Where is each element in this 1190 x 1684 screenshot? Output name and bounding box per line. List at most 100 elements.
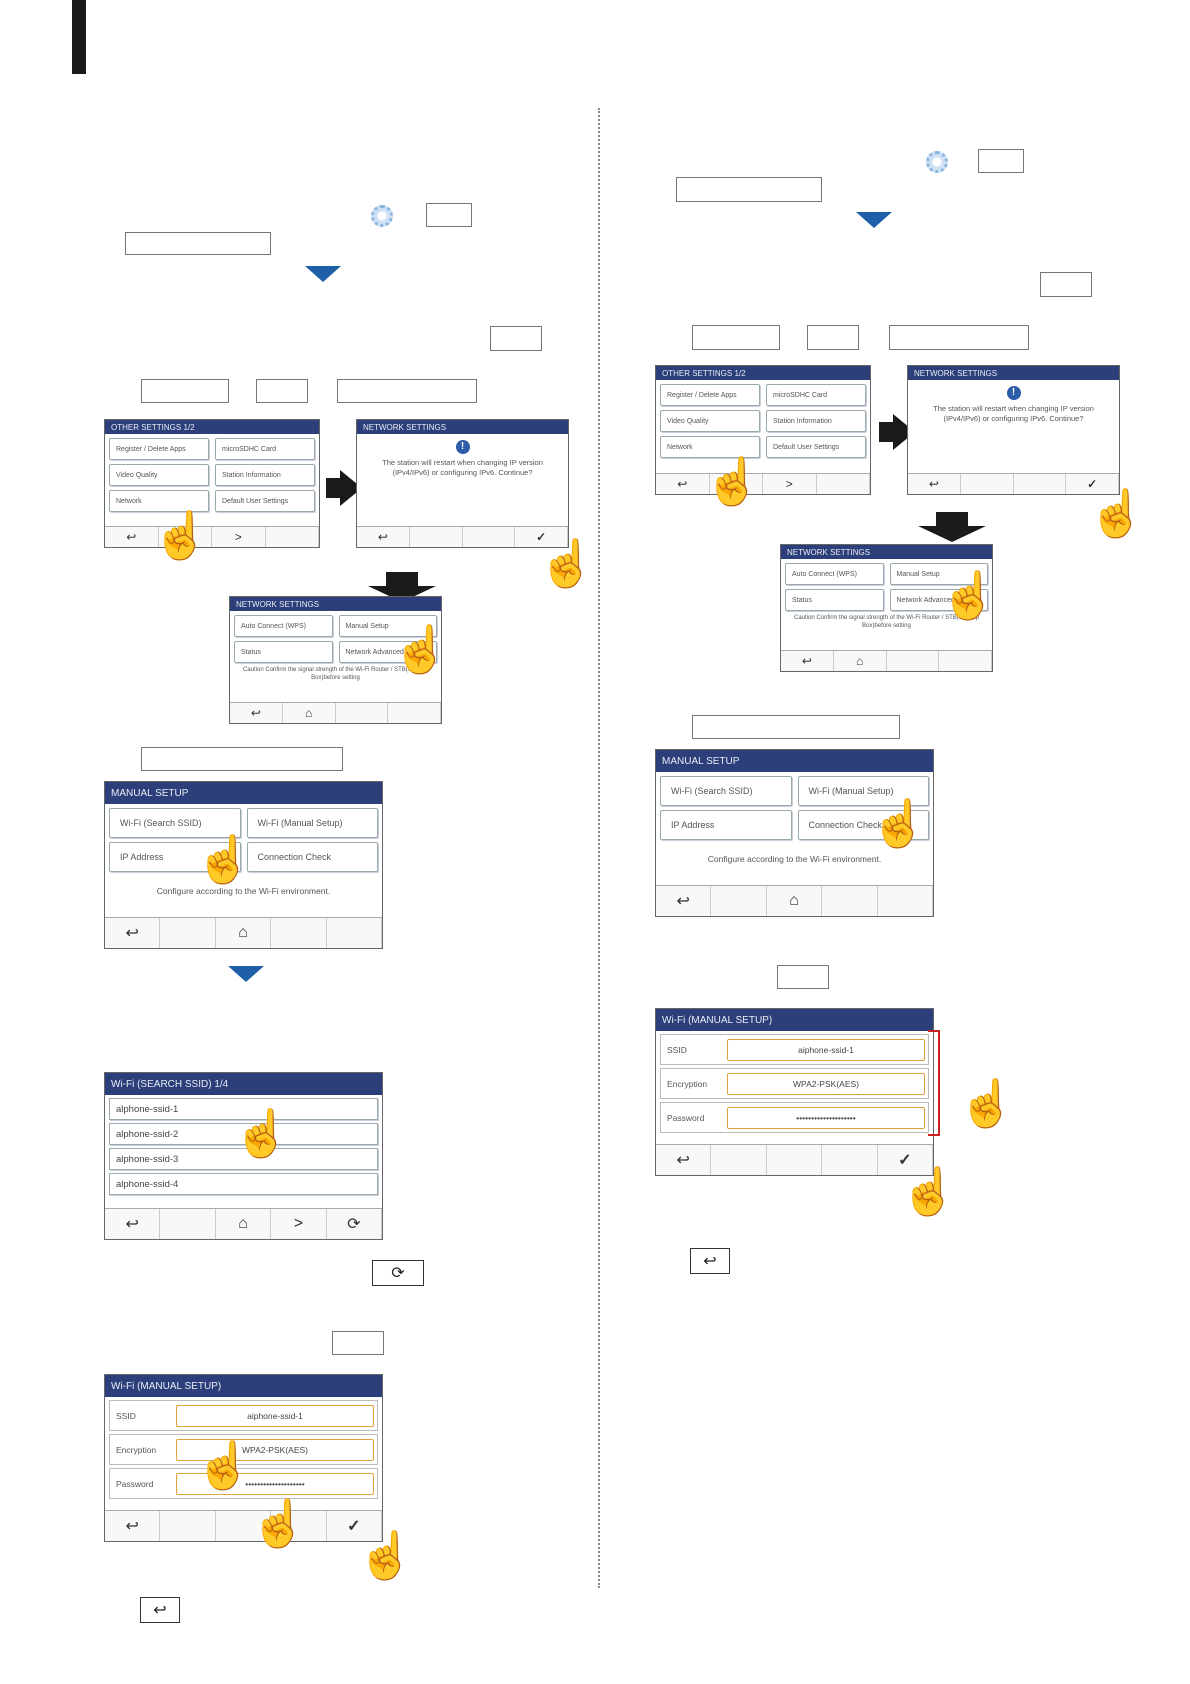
encryption-label: Encryption: [667, 1078, 708, 1089]
ip-address-button[interactable]: IP Address: [109, 842, 241, 872]
network-button[interactable]: Network: [109, 490, 209, 512]
encryption-label: Encryption: [116, 1444, 157, 1455]
password-field[interactable]: ••••••••••••••••••••: [727, 1106, 925, 1129]
back-icon[interactable]: ↩: [105, 527, 159, 547]
step-down-triangle-icon: [856, 212, 892, 228]
auto-connect-button[interactable]: Auto Connect (WPS): [234, 615, 333, 637]
default-user-settings-button[interactable]: Default User Settings: [766, 436, 866, 458]
ssid-field[interactable]: aiphone-ssid-1: [176, 1404, 374, 1427]
caution-text: Caution Confirm the signal strength of t…: [243, 667, 428, 681]
back-icon[interactable]: ↩: [105, 918, 161, 948]
network-advanced-button[interactable]: Network Advanced: [889, 589, 988, 611]
back-icon[interactable]: ↩: [230, 703, 283, 723]
blank-button-ref: [141, 747, 343, 771]
ssid-list-item[interactable]: alphone-ssid-2: [109, 1123, 378, 1145]
status-button[interactable]: Status: [234, 641, 333, 663]
hand-pointer-icon: ☝: [195, 1439, 253, 1491]
hand-pointer-icon: ☝: [233, 1107, 291, 1159]
check-icon[interactable]: ✓: [878, 1145, 933, 1175]
back-icon[interactable]: ↩: [357, 527, 410, 547]
password-label: Password: [667, 1112, 705, 1123]
password-field[interactable]: ••••••••••••••••••••: [176, 1472, 374, 1495]
microsd-button[interactable]: microSDHC Card: [766, 384, 866, 406]
next-icon[interactable]: >: [271, 1209, 327, 1239]
status-button[interactable]: Status: [785, 589, 884, 611]
caution-text: Caution Confirm the signal strength of t…: [794, 615, 979, 629]
back-icon[interactable]: ↩: [781, 651, 834, 671]
auto-connect-button[interactable]: Auto Connect (WPS): [785, 563, 884, 585]
note-text: Configure according to the Wi-Fi environ…: [156, 886, 331, 896]
back-icon[interactable]: ↩: [656, 1145, 712, 1175]
video-quality-button[interactable]: Video Quality: [109, 464, 209, 486]
wifi-manual-setup-button[interactable]: Wi-Fi (Manual Setup): [246, 808, 378, 838]
connection-check-button[interactable]: Connection Check: [246, 842, 378, 872]
screen-title: Wi-Fi (MANUAL SETUP): [105, 1375, 382, 1397]
encryption-field[interactable]: WPA2-PSK(AES): [727, 1072, 925, 1095]
back-icon[interactable]: ↩: [656, 886, 712, 916]
next-icon[interactable]: >: [212, 527, 266, 547]
step-down-triangle-icon: [228, 966, 264, 982]
home-icon[interactable]: ⌂: [834, 651, 887, 671]
ssid-list-item[interactable]: alphone-ssid-3: [109, 1148, 378, 1170]
blank-button-ref: [807, 325, 859, 350]
check-icon[interactable]: ✓: [327, 1511, 382, 1541]
home-icon[interactable]: ⌂: [767, 886, 823, 916]
warning-icon: !: [455, 440, 470, 454]
hand-pointer-icon: ☝: [940, 569, 998, 621]
connection-check-button[interactable]: Connection Check: [797, 810, 929, 840]
wifi-search-ssid-button[interactable]: Wi-Fi (Search SSID): [109, 808, 241, 838]
ssid-list-item[interactable]: alphone-ssid-1: [109, 1098, 378, 1120]
screen-title: MANUAL SETUP: [656, 750, 933, 772]
network-confirm-screen: NETWORK SETTINGS ! The station will rest…: [356, 419, 569, 548]
hand-pointer-icon: ☝: [392, 623, 450, 675]
video-quality-button[interactable]: Video Quality: [660, 410, 760, 432]
hand-pointer-icon: ☝: [538, 537, 596, 589]
back-icon[interactable]: ↩: [105, 1209, 161, 1239]
field-group-bracket: [928, 1030, 940, 1136]
ssid-label: SSID: [116, 1410, 136, 1421]
next-icon[interactable]: >: [763, 474, 817, 494]
microsd-button[interactable]: microSDHC Card: [215, 438, 315, 460]
home-icon[interactable]: ⌂: [216, 1209, 272, 1239]
encryption-field[interactable]: WPA2-PSK(AES): [176, 1438, 374, 1461]
refresh-icon[interactable]: ⟳: [327, 1209, 382, 1239]
check-icon[interactable]: ✓: [515, 527, 568, 547]
blank-button-ref: [337, 379, 477, 403]
screen-title: NETWORK SETTINGS: [357, 420, 568, 434]
manual-setup-button[interactable]: Manual Setup: [338, 615, 437, 637]
blank-button-ref: [692, 325, 780, 350]
screen-title: NETWORK SETTINGS: [230, 597, 441, 611]
step-down-triangle-icon: [305, 266, 341, 282]
hand-pointer-icon: ☝: [250, 1497, 308, 1549]
ssid-field[interactable]: aiphone-ssid-1: [727, 1038, 925, 1061]
register-apps-button[interactable]: Register / Delete Apps: [660, 384, 760, 406]
back-icon[interactable]: ↩: [105, 1511, 161, 1541]
home-icon[interactable]: ⌂: [283, 703, 336, 723]
chapter-tab-marker: [72, 0, 86, 74]
network-advanced-button[interactable]: Network Advanced: [338, 641, 437, 663]
back-icon[interactable]: ↩: [908, 474, 961, 494]
confirm-message: The station will restart when changing I…: [933, 404, 1094, 423]
network-button[interactable]: Network: [660, 436, 760, 458]
back-icon: ↩: [140, 1597, 180, 1623]
wifi-search-ssid-button[interactable]: Wi-Fi (Search SSID): [660, 776, 792, 806]
home-icon[interactable]: ⌂: [216, 918, 272, 948]
ip-address-button[interactable]: IP Address: [660, 810, 792, 840]
back-icon[interactable]: ↩: [656, 474, 710, 494]
screen-title: OTHER SETTINGS 1/2: [105, 420, 319, 434]
station-info-button[interactable]: Station Information: [766, 410, 866, 432]
home-icon[interactable]: ⌂: [710, 474, 763, 494]
blank-button-ref: [1040, 272, 1092, 297]
manual-setup-button[interactable]: Manual Setup: [889, 563, 988, 585]
ssid-list-item[interactable]: alphone-ssid-4: [109, 1173, 378, 1195]
hand-pointer-icon: ☝: [357, 1529, 415, 1581]
blank-button-ref: [141, 379, 229, 403]
blank-button-ref: [256, 379, 308, 403]
wifi-manual-setup-button[interactable]: Wi-Fi (Manual Setup): [797, 776, 929, 806]
check-icon[interactable]: ✓: [1066, 474, 1119, 494]
blank-button-ref: [777, 965, 829, 989]
register-apps-button[interactable]: Register / Delete Apps: [109, 438, 209, 460]
station-info-button[interactable]: Station Information: [215, 464, 315, 486]
home-icon[interactable]: ⌂: [159, 527, 212, 547]
default-user-settings-button[interactable]: Default User Settings: [215, 490, 315, 512]
